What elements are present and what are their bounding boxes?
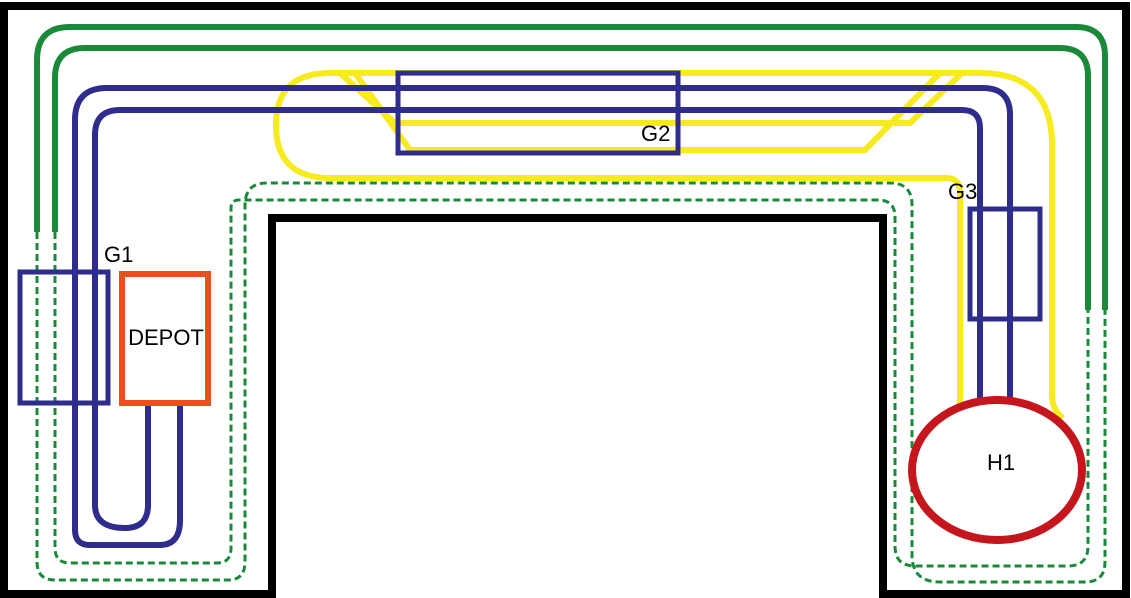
blue-track-inner xyxy=(92,107,983,532)
yellow-track-loop xyxy=(272,70,1065,421)
green-dashed-track-inner xyxy=(53,198,1090,568)
h1-ring xyxy=(908,396,1086,544)
depot-label: DEPOT xyxy=(128,325,204,350)
green-track-outer xyxy=(34,24,1108,310)
g2-label: G2 xyxy=(641,121,670,146)
g3-label: G3 xyxy=(948,179,977,204)
g3-box xyxy=(967,206,1043,322)
g2-box xyxy=(395,70,681,156)
yellow-track-siding-upper xyxy=(337,70,965,126)
h1-label: H1 xyxy=(987,450,1015,475)
green-dashed-track-outer xyxy=(35,181,1107,584)
g1-label: G1 xyxy=(104,242,133,267)
depot-box xyxy=(119,271,211,406)
blue-track-outer xyxy=(72,85,1013,548)
green-track-inner xyxy=(52,45,1091,310)
g1-box xyxy=(17,269,111,406)
